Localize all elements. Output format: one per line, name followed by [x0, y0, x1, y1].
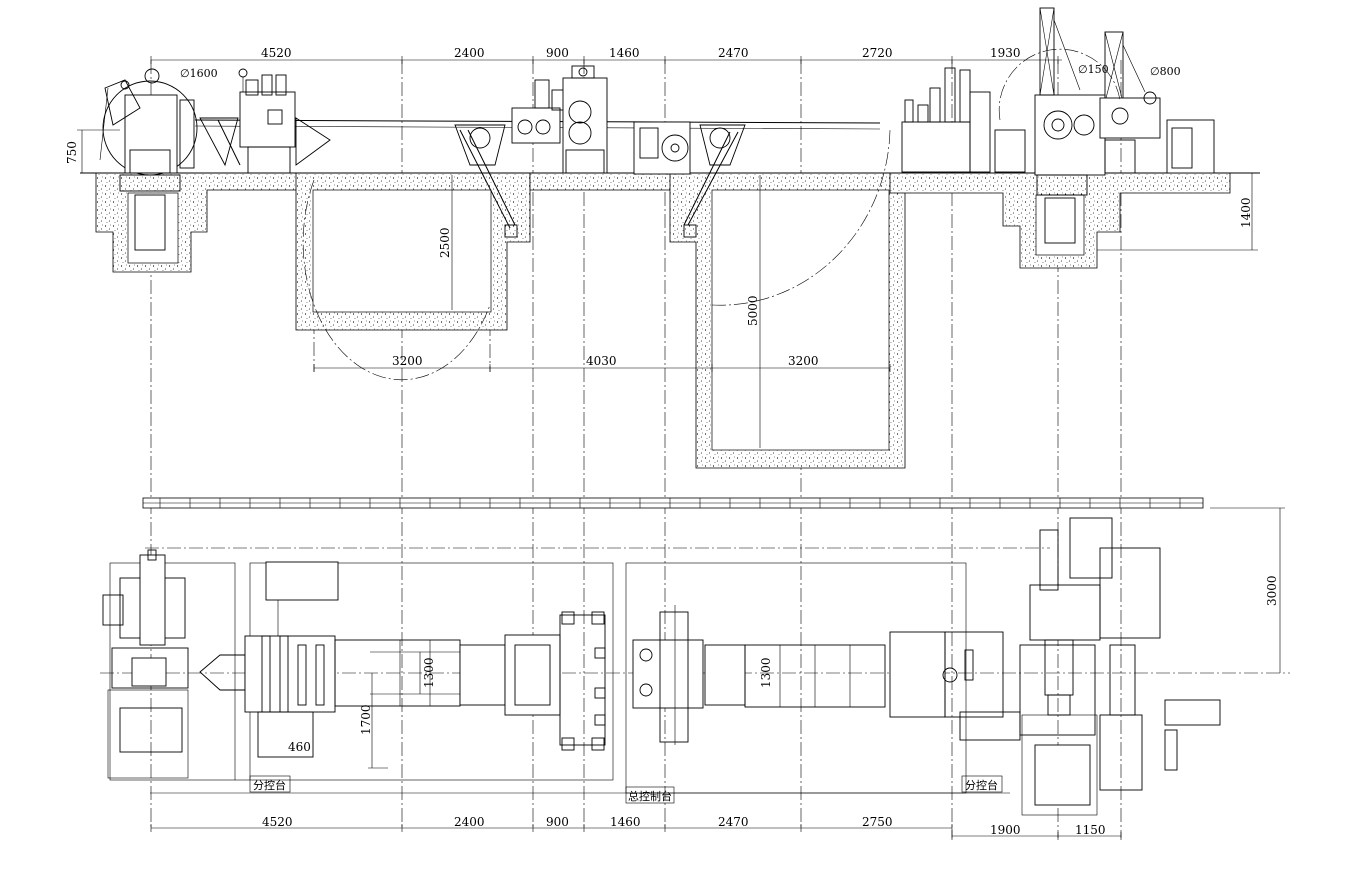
uncoiler-elevation [99, 68, 198, 251]
dim-bottom-3: 900 [546, 815, 569, 829]
dim-bottom-right-1: 1900 [990, 823, 1021, 837]
uncoiler-diameter-label: ∅1600 [180, 67, 218, 80]
dim-pit-width-2: 4030 [586, 354, 617, 368]
dim-top-4: 1460 [609, 46, 640, 60]
console-label-left-box [249, 775, 291, 793]
dim-bottom-4: 1460 [610, 815, 641, 829]
right-depth-dimension: 1400 [1097, 173, 1258, 251]
dim-top-1: 4520 [261, 46, 292, 60]
recoiler-plan [1019, 517, 1221, 816]
leveler-plan [199, 561, 339, 758]
dim-pit-width-3: 3200 [788, 354, 819, 368]
dim-top-6: 2720 [862, 46, 893, 60]
scrap-winder-elevation [633, 121, 691, 175]
dim-top-3: 900 [546, 46, 569, 60]
dim-pit1-depth: 2500 [438, 227, 452, 258]
dim-bottom-1: 4520 [262, 815, 293, 829]
console-label-right: 分控台 [965, 778, 998, 792]
dim-pit-width-1: 3200 [392, 354, 423, 368]
slitter-head-elevation [511, 65, 608, 174]
bottom-dimension-line: 4520 2400 900 1460 2470 2750 [150, 815, 953, 832]
bottom-right-dimension-line: 1900 1150 [951, 823, 1122, 840]
dim-bottom-6: 2750 [862, 815, 893, 829]
uncoiler-plan [102, 549, 189, 779]
console-label-main: 总控制台 [628, 789, 672, 803]
slitter-plan [459, 611, 606, 751]
strip-path-2 [704, 644, 886, 708]
recoiler-elevation [998, 7, 1215, 244]
tension-stand-elevation [901, 67, 1026, 173]
dim-bottom-5: 2470 [718, 815, 749, 829]
trench-divider [142, 497, 1204, 509]
pinch-roll-leveler-elevation [199, 68, 331, 174]
dim-bottom-2: 2400 [454, 815, 485, 829]
pit2-guide-arm [683, 124, 746, 238]
tension-stand-plan [889, 631, 1021, 741]
pit2-depth-dimension: 5000 [746, 175, 761, 448]
pit-width-dimensions: 3200 4030 3200 [313, 354, 891, 372]
dim-pit2-depth: 5000 [746, 295, 760, 326]
elevation-foundations [80, 129, 1260, 469]
top-dimension-line: 4520 2400 900 1460 2470 2720 1930 [150, 46, 1062, 64]
dim-strip-width-1: 1300 [422, 657, 436, 688]
pit1-depth-dimension: 2500 [438, 175, 453, 310]
pit1-guide-arm [454, 124, 518, 238]
left-height-dimension: 750 [65, 129, 120, 173]
console-label-left: 分控台 [253, 778, 286, 792]
dim-left-height: 750 [65, 141, 79, 164]
dim-top-2: 2400 [454, 46, 485, 60]
dim-strip-width-2: 1300 [759, 657, 773, 688]
dim-1700-line: 1700 [359, 673, 388, 769]
dim-bottom-right-2: 1150 [1075, 823, 1106, 837]
dim-plan-offset: 3000 [1265, 575, 1279, 606]
dim-top-5: 2470 [718, 46, 749, 60]
console-label-right-box [961, 775, 1003, 793]
dim-1700: 1700 [359, 704, 373, 735]
console-label-main-box [625, 786, 675, 804]
recoiler-diameter-label: ∅150 [1078, 63, 1109, 76]
plan-offset-dimension: 3000 [1210, 507, 1285, 673]
scrap-winder-plan [632, 605, 704, 745]
dim-460: 460 [288, 740, 311, 754]
recoiler-drum-diameter-label: ∅800 [1150, 65, 1181, 78]
dim-right-depth: 1400 [1239, 197, 1253, 228]
dim-top-7: 1930 [990, 46, 1021, 60]
